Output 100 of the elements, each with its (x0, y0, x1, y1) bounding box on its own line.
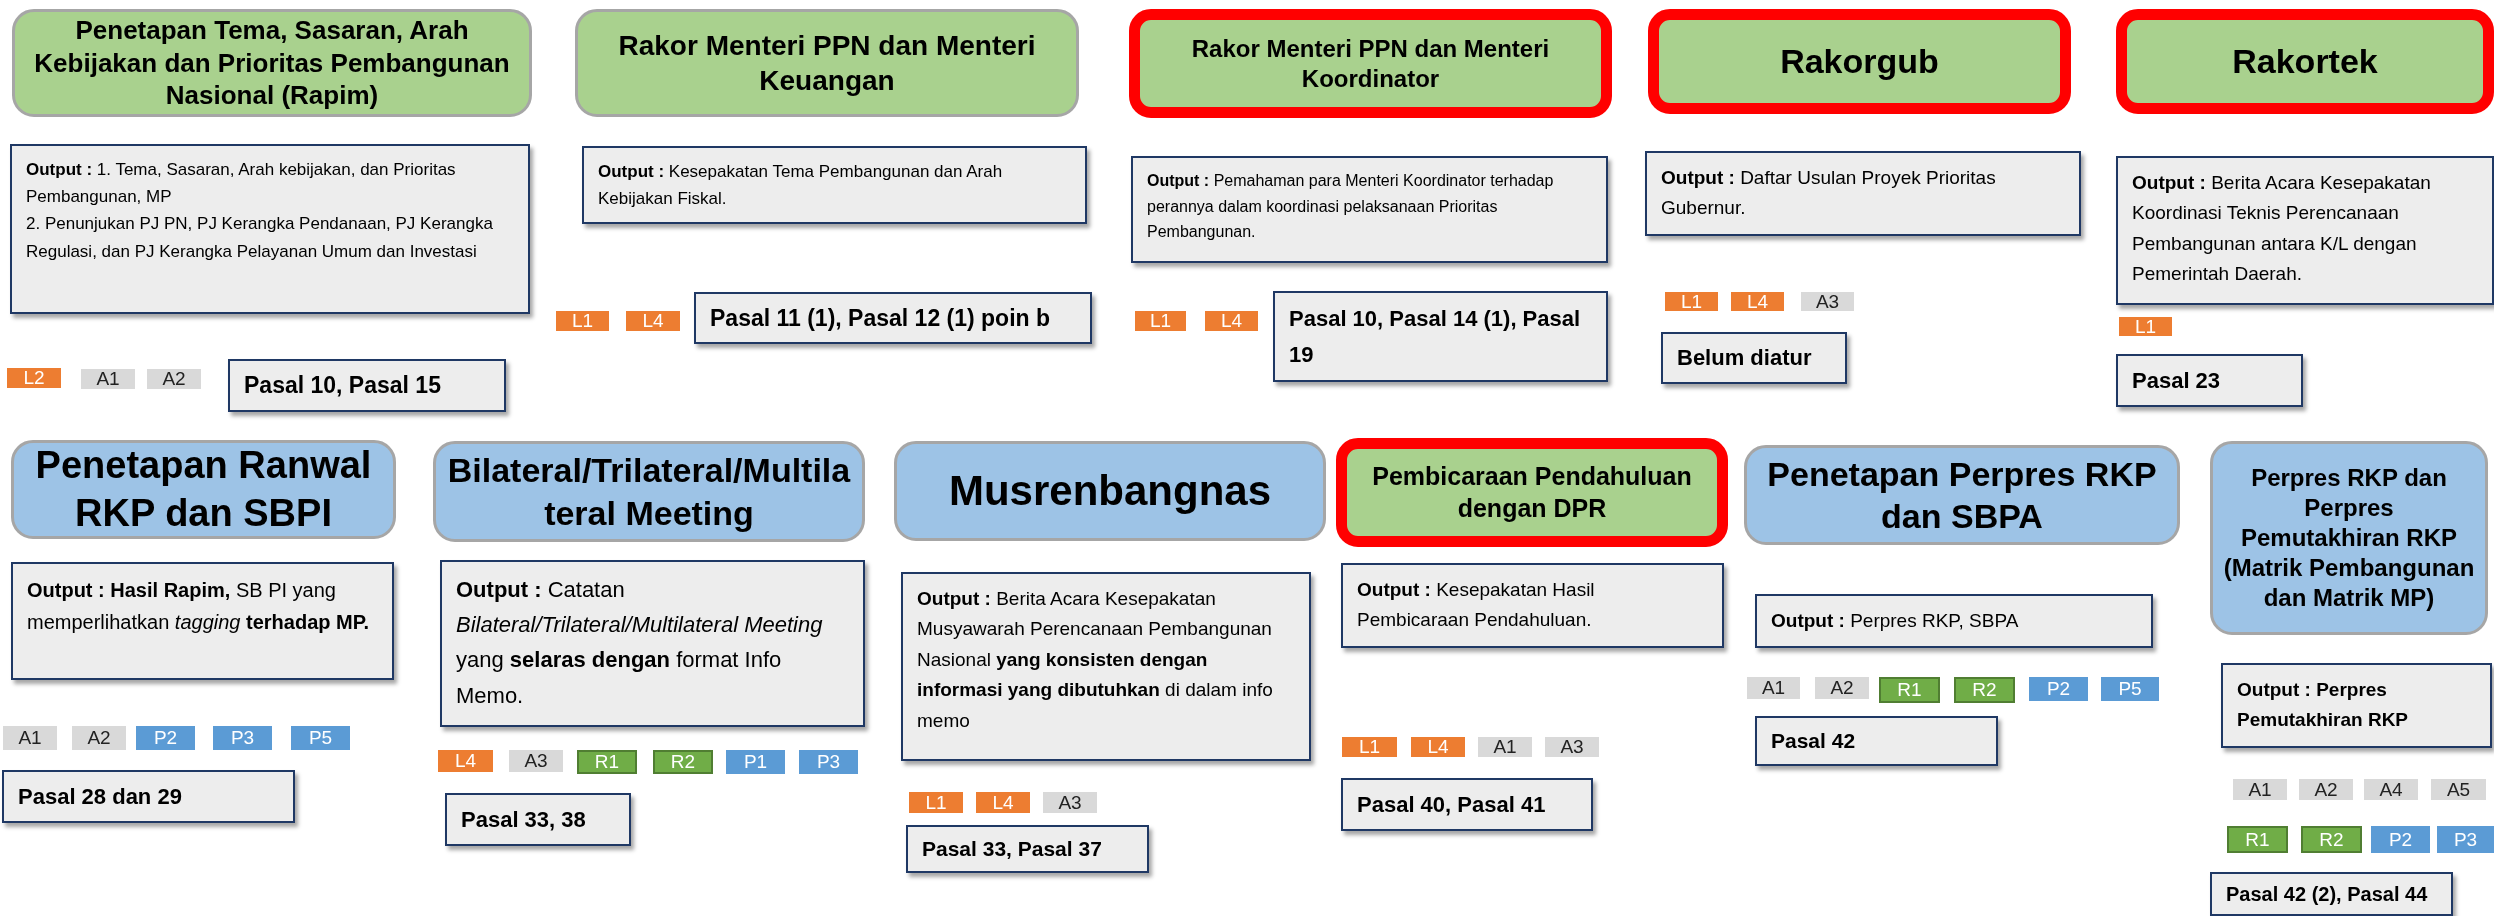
stage-header (11, 440, 396, 539)
tag: L4 (1731, 292, 1784, 311)
tag: L4 (976, 792, 1030, 813)
tag: L4 (626, 311, 680, 331)
tag: A3 (1545, 737, 1599, 757)
tag: P3 (799, 750, 858, 774)
stage-title: Penetapan Perpres RKP dan SBPA (1766, 453, 2158, 537)
article-box (1755, 716, 1998, 766)
article-box (1273, 291, 1608, 382)
highlighted-stage-header (1129, 9, 1612, 118)
highlighted-stage-header (2116, 9, 2494, 114)
stage-title: Perpres RKP dan Perpres Pemutakhiran RKP (Matrik Pembangunan dan Matrik MP) (2223, 463, 2475, 613)
tag: L4 (438, 750, 493, 772)
article-text: Pasal 42 (2), Pasal 44 (2226, 882, 2429, 907)
output-box (2116, 156, 2494, 305)
output-text: Output : Perpres Pemutakhiran RKP (2237, 678, 2410, 733)
stage-title: Rakorgub (1780, 41, 1939, 83)
stage-title: Rakor Menteri PPN dan Menteri Keuangan (617, 29, 1037, 98)
tag: P5 (291, 726, 350, 750)
tag: A2 (147, 369, 201, 389)
stage-header (2210, 441, 2488, 635)
tag: L1 (1135, 311, 1186, 331)
tag: A3 (509, 750, 563, 772)
output-box (582, 146, 1087, 225)
article-text: Pasal 28 dan 29 (18, 782, 183, 811)
tag: R2 (1954, 677, 2015, 703)
output-text: Output : Catatan Bilateral/Trilateral/Multilateral Meeting yang selaras dengan format Info Memo. (456, 576, 824, 710)
article-text: Pasal 10, Pasal 15 (244, 371, 442, 401)
highlighted-stage-header (1336, 438, 1728, 547)
stage-header (433, 441, 865, 542)
article-text: Pasal 42 (1771, 728, 1857, 755)
tag: A1 (3, 726, 57, 750)
stage-title: Pembicaraan Pendahuluan dengan DPR (1371, 461, 1693, 524)
tag: A1 (81, 369, 135, 389)
tag: P5 (2101, 677, 2159, 701)
output-box (10, 144, 530, 314)
output-box (1755, 594, 2153, 649)
tag: L1 (909, 792, 963, 813)
output-text: Output : Berita Acara Kesepakatan Musyawarah Perencanaan Pembangunan Nasional yang konsisten dengan informasi yang dibutuhkan di dalam info memo (917, 587, 1274, 733)
tag: A1 (1747, 677, 1800, 699)
tag: A1 (2233, 779, 2287, 800)
tag: P3 (2437, 826, 2494, 853)
stage-title: Musrenbangnas (948, 465, 1272, 516)
tag: R1 (1879, 677, 1940, 703)
tag: L1 (556, 311, 609, 331)
article-text: Pasal 33, Pasal 37 (922, 836, 1103, 863)
stage-title: Bilateral/Trilateral/Multilateral Meeting (446, 450, 852, 534)
tag: A2 (2299, 779, 2353, 800)
output-text: Output : Berita Acara Kesepakatan Koordinasi Teknis Perencanaan Pembangunan antara K/L dengan Pemerintah Daerah. (2132, 171, 2432, 287)
article-box (2, 770, 295, 823)
tag: L1 (1665, 292, 1718, 311)
tag: L4 (1411, 737, 1465, 757)
article-text: Pasal 11 (1), Pasal 12 (1) poin b (710, 303, 1052, 333)
article-text: Belum diatur (1677, 344, 1813, 373)
tag: A3 (1801, 292, 1854, 311)
tag: A5 (2431, 779, 2486, 800)
output-box (440, 560, 865, 727)
tag: R1 (2227, 826, 2288, 853)
tag: A4 (2364, 779, 2418, 800)
tag: R1 (577, 750, 637, 774)
output-box (1131, 156, 1608, 263)
output-text: Output : Pemahaman para Menteri Koordinator terhadap perannya dalam koordinasi pelaksanaan Prioritas Pembangunan. (1147, 171, 1555, 243)
tag: P2 (136, 726, 195, 750)
output-text: Output : Kesepakatan Tema Pembangunan dan Arah Kebijakan Fiskal. (598, 161, 1004, 211)
article-box (1341, 778, 1593, 831)
article-box (445, 793, 631, 846)
tag: A2 (72, 726, 126, 750)
output-text: Output : Kesepakatan Hasil Pembicaraan Pendahuluan. (1357, 578, 1596, 633)
stage-header (894, 441, 1326, 541)
article-box (906, 825, 1149, 873)
tag: L4 (1205, 311, 1258, 331)
tag: P2 (2371, 826, 2430, 853)
tag: R2 (653, 750, 713, 774)
article-box (2210, 872, 2453, 916)
stage-header (12, 9, 532, 117)
article-box (2116, 354, 2303, 407)
output-text: Output : 1. Tema, Sasaran, Arah kebijakan, dan Prioritas Pembangunan, MP (26, 159, 457, 209)
article-box (694, 292, 1092, 344)
article-text: Pasal 40, Pasal 41 (1357, 790, 1547, 819)
stage-title: Rakor Menteri PPN dan Menteri Koordinator (1190, 33, 1551, 94)
tag: P2 (2029, 677, 2088, 701)
output-box (2221, 663, 2492, 748)
tag: L1 (1342, 737, 1397, 757)
output-box (1645, 151, 2081, 236)
stage-title: Penetapan Tema, Sasaran, Arah Kebijakan dan Prioritas Pembangunan Nasional (Rapim) (33, 14, 511, 112)
stage-header (575, 9, 1079, 117)
output-text: Output : Hasil Rapim, SB PI yang memperlihatkan tagging terhadap MP. (27, 578, 371, 635)
stage-title: Penetapan Ranwal RKP dan SBPI (34, 443, 373, 536)
tag: P1 (726, 750, 785, 774)
stage-title: Rakortek (2232, 41, 2378, 83)
output-box (1341, 563, 1724, 648)
tag: A3 (1043, 792, 1097, 813)
article-text: Pasal 10, Pasal 14 (1), Pasal 19 (1289, 305, 1582, 369)
output-box (901, 572, 1311, 761)
output-text: 2. Penunjukan PJ PN, PJ Kerangka Pendanaan, PJ Kerangka Regulasi, dan PJ Kerangka Pelayanan Umum dan Investasi (26, 213, 494, 263)
stage-header (1744, 445, 2180, 545)
article-box (1661, 332, 1847, 384)
article-text: Pasal 33, 38 (461, 805, 587, 834)
article-text: Pasal 23 (2132, 366, 2222, 395)
tag: R2 (2301, 826, 2362, 853)
